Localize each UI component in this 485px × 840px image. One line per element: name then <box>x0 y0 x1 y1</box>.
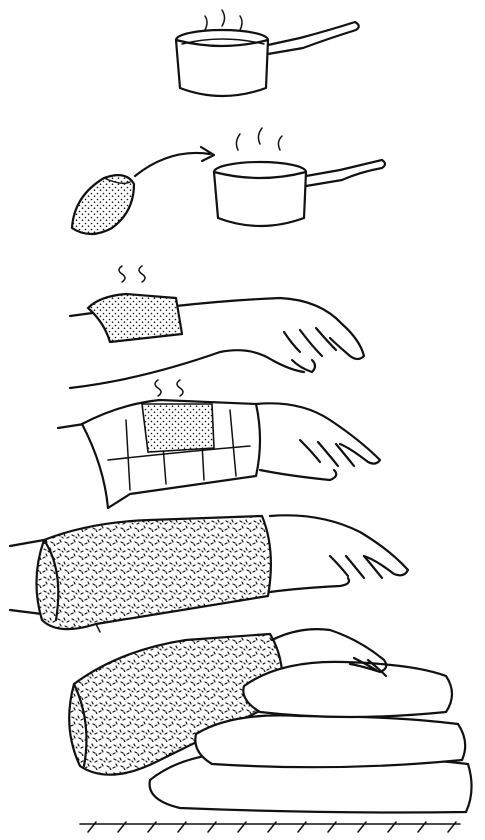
panel-add-cloth-to-pot <box>72 128 385 234</box>
cloth-icon <box>72 175 134 234</box>
panel-wrap-in-plastic <box>58 380 380 508</box>
steam-icon <box>205 10 242 30</box>
steam-icon <box>119 266 145 282</box>
plastic-wrap <box>82 400 260 508</box>
table-surface <box>80 822 460 832</box>
panel-cover-with-towel <box>10 515 408 632</box>
steam-icon <box>155 380 183 396</box>
arrow-icon <box>135 147 214 176</box>
cloth-icon <box>88 294 182 342</box>
towel-icon <box>36 516 270 632</box>
panel-rest-on-pillows <box>69 629 471 832</box>
steam-icon <box>236 128 282 150</box>
saucepan-icon <box>176 22 359 96</box>
saucepan-icon <box>214 160 385 226</box>
panel-hot-cloth-on-wrist <box>70 266 364 388</box>
panel-boil-water <box>176 10 359 96</box>
